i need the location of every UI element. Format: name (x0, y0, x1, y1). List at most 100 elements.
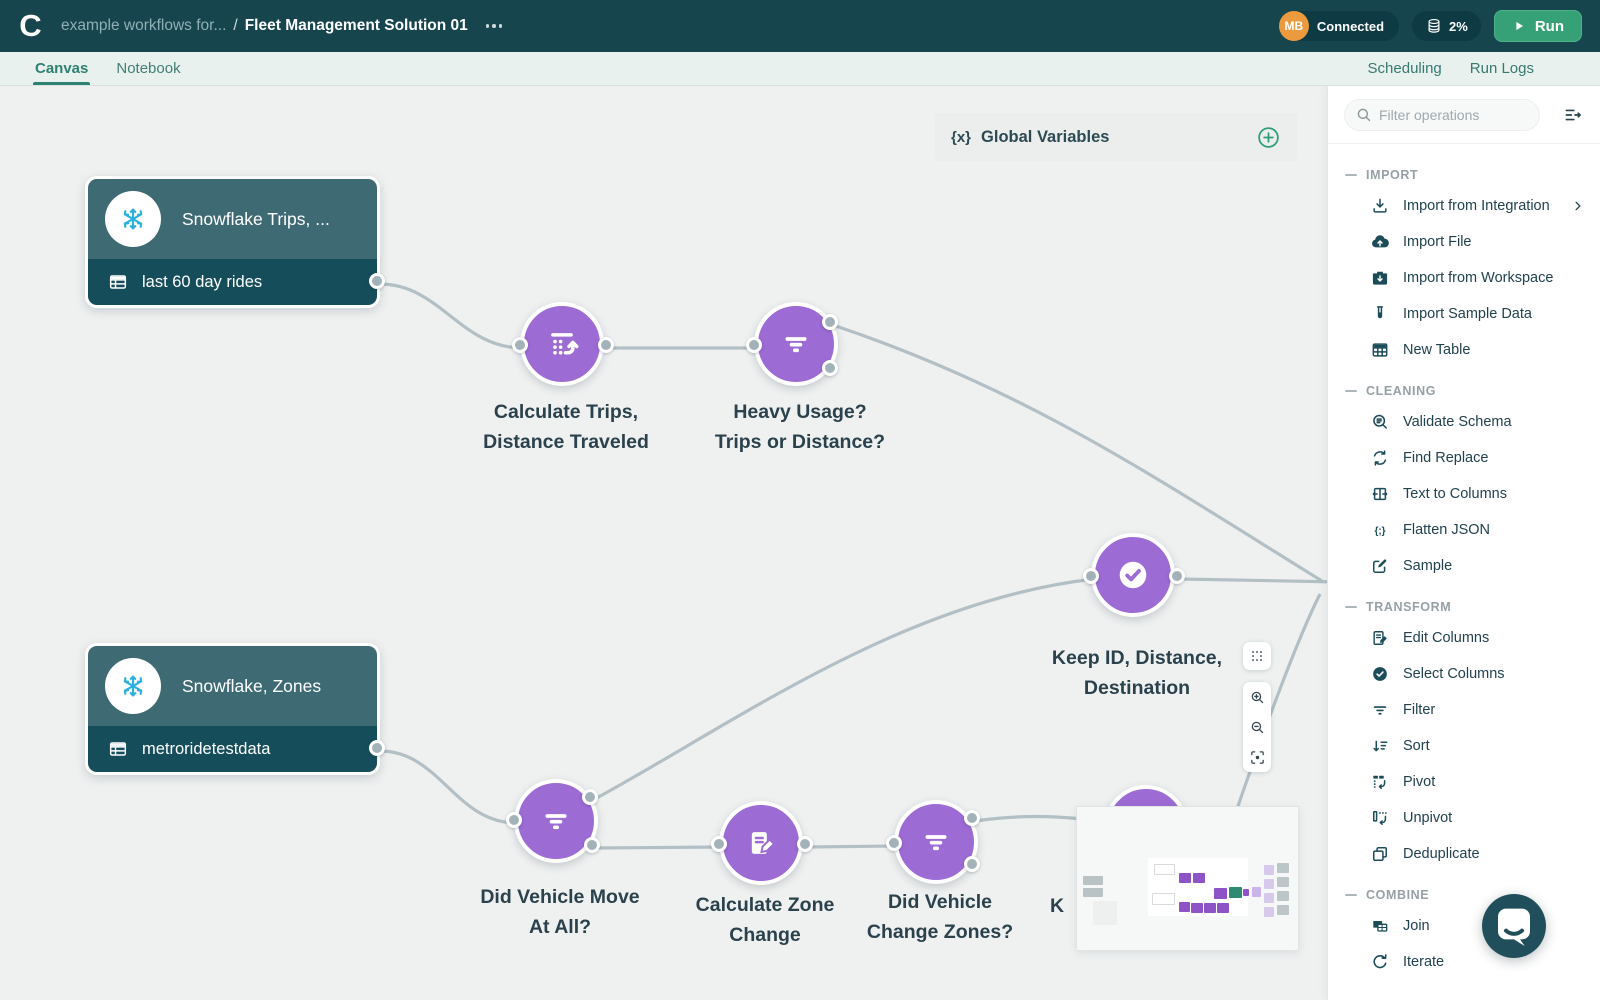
output-port[interactable] (964, 810, 980, 826)
minimap-node-block (1217, 903, 1229, 913)
output-port[interactable] (822, 360, 838, 376)
source-table-row[interactable]: last 60 day rides (88, 259, 377, 305)
sidebar-operation-item[interactable]: Unpivot (1328, 800, 1600, 836)
minimap-node-block (1229, 887, 1242, 898)
sidebar-operation-item[interactable]: Import Sample Data (1328, 296, 1600, 332)
sidebar-operation-item[interactable]: Sample (1328, 548, 1600, 584)
breadcrumb-current-flow[interactable]: Fleet Management Solution 01 (244, 17, 468, 34)
sidebar-operation-item[interactable]: Validate Schema (1328, 404, 1600, 440)
avatar[interactable]: MB (1278, 11, 1309, 41)
section-dash (1345, 174, 1357, 176)
connection-line (592, 577, 1095, 802)
tab-run-logs[interactable]: Run Logs (1469, 60, 1534, 77)
sidebar-operation-item[interactable]: Import File (1328, 224, 1600, 260)
output-port[interactable] (369, 273, 385, 289)
source-node-snowflake-trips[interactable]: Snowflake Trips, ... last 60 day rides (85, 176, 380, 308)
sidebar-operation-item[interactable]: Filter (1328, 692, 1600, 728)
output-port[interactable] (598, 337, 614, 353)
output-port[interactable] (797, 836, 813, 852)
calculate-icon (551, 333, 579, 355)
sidebar-operation-item[interactable]: Join (1328, 908, 1600, 944)
chevron-right-icon (1575, 201, 1581, 211)
usage-pill[interactable]: 2% (1412, 11, 1481, 41)
breadcrumb-workspace[interactable]: example workflows for... (61, 17, 227, 34)
sidebar-operation-item[interactable]: New Table (1328, 332, 1600, 368)
input-port[interactable] (746, 337, 762, 353)
minimap-node-block (1252, 887, 1261, 897)
more-options-icon[interactable] (482, 18, 507, 34)
tab-scheduling[interactable]: Scheduling (1367, 60, 1442, 77)
zoom-controls (1243, 682, 1271, 772)
minimap-node-block (1277, 891, 1289, 901)
add-variable-icon[interactable] (1256, 125, 1281, 150)
minimap[interactable] (1076, 806, 1299, 951)
source-node-title: Snowflake Trips, ... (182, 208, 330, 229)
sidebar-operation-item[interactable]: Deduplicate (1328, 836, 1600, 872)
minimap-node-block (1277, 877, 1289, 887)
input-port[interactable] (711, 836, 727, 852)
output-port[interactable] (582, 789, 598, 805)
tab-canvas[interactable]: Canvas (21, 52, 102, 85)
filter-icon (1370, 700, 1390, 720)
source-table-row[interactable]: metroridetestdata (88, 726, 377, 772)
sidebar-operation-item[interactable]: Select Columns (1328, 656, 1600, 692)
output-port[interactable] (584, 837, 600, 853)
sidebar-operation-item[interactable]: Import from Workspace (1328, 260, 1600, 296)
tab-notebook[interactable]: Notebook (116, 60, 181, 77)
sidebar-operation-item[interactable]: Sort (1328, 728, 1600, 764)
global-variables-bar[interactable]: {x} Global Variables (935, 113, 1297, 161)
zoom-out-icon (1251, 721, 1263, 733)
sidebar-operation-item[interactable]: Iterate (1328, 944, 1600, 980)
operation-node-calculate-zone-change[interactable] (719, 801, 803, 885)
database-icon (1428, 18, 1440, 33)
minimap-node-block (1191, 903, 1203, 913)
output-port[interactable] (369, 740, 385, 756)
zoom-out-button[interactable] (1243, 712, 1271, 742)
operation-node-calculate-trips[interactable] (520, 302, 604, 386)
zoom-in-button[interactable] (1243, 682, 1271, 712)
join-icon (1370, 916, 1390, 936)
minimap-node-block (1152, 893, 1175, 905)
filter-icon (785, 337, 807, 353)
filter-icon (545, 814, 567, 830)
input-port[interactable] (512, 337, 528, 353)
input-port[interactable] (1083, 568, 1099, 584)
table-icon (109, 742, 127, 756)
search-field[interactable] (1344, 98, 1540, 131)
minimap-node-block (1193, 873, 1205, 883)
input-port[interactable] (506, 812, 522, 828)
minimap-node-block (1083, 876, 1103, 885)
source-node-snowflake-zones[interactable]: Snowflake, Zones metroridetestdata (85, 643, 380, 775)
run-button[interactable]: Run (1493, 10, 1582, 42)
collapse-panel-icon[interactable] (1560, 102, 1586, 128)
tab-bar: Canvas Notebook Scheduling Run Logs (0, 52, 1600, 86)
validate-schema-icon (1370, 412, 1390, 432)
app-logo[interactable]: C (19, 8, 41, 43)
sidebar-operation-item[interactable]: Edit Columns (1328, 620, 1600, 656)
output-port[interactable] (1169, 568, 1185, 584)
sidebar-operation-item[interactable]: Pivot (1328, 764, 1600, 800)
minimap-node-block (1083, 888, 1103, 897)
chat-launcher-button[interactable] (1482, 894, 1546, 958)
connection-status-pill[interactable]: MB Connected (1278, 11, 1400, 41)
arrange-nodes-button[interactable] (1243, 642, 1271, 670)
minimap-node-block (1204, 903, 1216, 913)
operation-node-keep-columns[interactable] (1091, 533, 1175, 617)
header-right-cluster: MB Connected 2% Run (1278, 10, 1582, 42)
filter-operations-input[interactable] (1344, 98, 1540, 131)
workflow-canvas[interactable]: {x} Global Variables Snowflake Trips, ..… (0, 86, 1327, 1000)
sidebar-section-title: IMPORT (1328, 162, 1600, 188)
fit-view-button[interactable] (1243, 742, 1271, 772)
text-to-columns-icon (1370, 484, 1390, 504)
output-port[interactable] (822, 314, 838, 330)
import-integration-icon (1370, 196, 1390, 216)
sidebar-operation-item[interactable]: Find Replace (1328, 440, 1600, 476)
minimap-node-block (1264, 865, 1274, 875)
sidebar-operation-item[interactable]: Import from Integration (1328, 188, 1600, 224)
node-label: Did Vehicle Move At All? (480, 886, 640, 938)
sidebar-operation-item[interactable]: Flatten JSON (1328, 512, 1600, 548)
sidebar-operation-item[interactable]: Text to Columns (1328, 476, 1600, 512)
import-workspace-icon (1370, 268, 1390, 288)
output-port[interactable] (964, 856, 980, 872)
input-port[interactable] (886, 835, 902, 851)
